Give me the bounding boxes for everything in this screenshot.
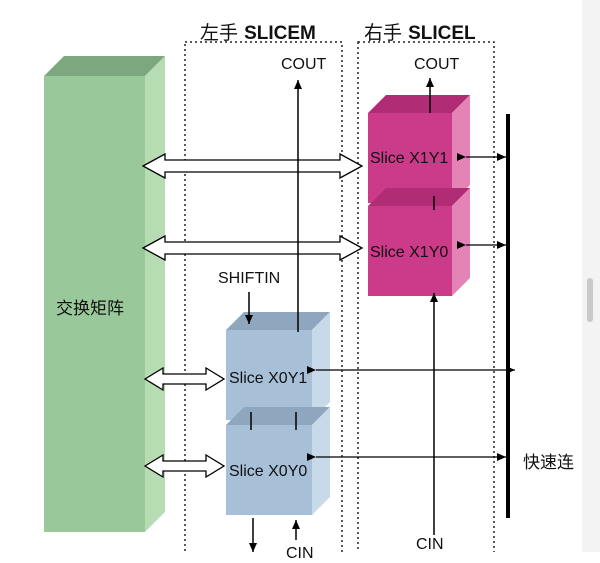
slice-x1y1-label: Slice X1Y1 (370, 150, 449, 167)
switch-matrix-block (44, 56, 165, 532)
hollow-arrow-x1y1 (141, 152, 364, 180)
cin-left-label: CIN (286, 545, 314, 562)
slice-x0y0-label: Slice X0Y0 (229, 463, 308, 480)
cin-right-label: CIN (416, 536, 444, 553)
slice-x1y0-label: Slice X1Y0 (370, 244, 449, 261)
scrollbar-thumb[interactable] (587, 278, 593, 322)
cout-left-label: COUT (281, 56, 327, 73)
slicel-box (357, 41, 495, 552)
shiftin-label: SHIFTIN (218, 270, 281, 287)
vertical-scrollbar[interactable] (582, 0, 600, 552)
slice-x0y1-block (226, 312, 330, 420)
slicel-header: 右手 SLICEL (364, 22, 476, 44)
hollow-arrow-x1y0 (141, 234, 364, 262)
slicem-box (184, 41, 343, 552)
fast-connect-label: 快速连 (523, 453, 574, 473)
slice-x0y1-label: Slice X0Y1 (229, 370, 308, 387)
slice-x0y0-block (226, 407, 330, 515)
hollow-arrow-x0y1 (143, 366, 226, 392)
slice-x1y0-block (368, 188, 470, 296)
slice-x1y1-block (368, 95, 470, 203)
hollow-arrow-x0y0 (143, 453, 226, 479)
switch-matrix-label: 交换矩阵 (56, 299, 124, 319)
slicem-header: 左手 SLICEM (200, 22, 316, 44)
cout-right-label: COUT (414, 56, 460, 73)
